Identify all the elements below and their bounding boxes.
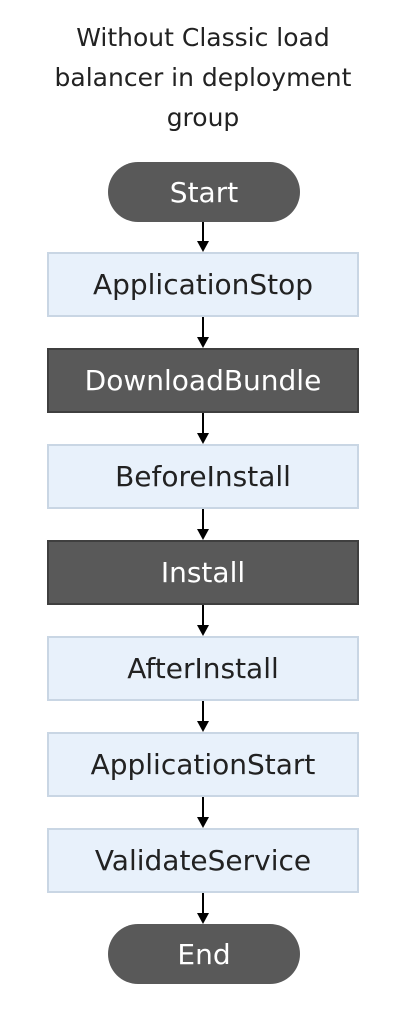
arrow-head	[197, 721, 209, 732]
arrow-head	[197, 529, 209, 540]
flow-arrow	[197, 222, 209, 252]
arrow-head	[197, 625, 209, 636]
diagram-title: Without Classic load balancer in deploym…	[54, 23, 352, 132]
arrow-head	[197, 433, 209, 444]
flow-arrow	[197, 317, 209, 348]
flow-arrow	[197, 605, 209, 636]
flow-arrow	[197, 509, 209, 540]
flow-arrow	[197, 893, 209, 924]
end-node: End	[108, 924, 300, 984]
arrow-head	[197, 241, 209, 252]
arrow-head	[197, 817, 209, 828]
step-before-install: BeforeInstall	[47, 444, 359, 509]
step-after-install: AfterInstall	[47, 636, 359, 701]
start-node: Start	[108, 162, 300, 222]
step-application-stop: ApplicationStop	[47, 252, 359, 317]
arrow-head	[197, 913, 209, 924]
flow-arrow	[197, 413, 209, 444]
flow-arrow	[197, 701, 209, 732]
step-download-bundle: DownloadBundle	[47, 348, 359, 413]
flow-arrow	[197, 797, 209, 828]
step-install: Install	[47, 540, 359, 605]
arrow-head	[197, 337, 209, 348]
step-validate-service: ValidateService	[47, 828, 359, 893]
step-application-start: ApplicationStart	[47, 732, 359, 797]
